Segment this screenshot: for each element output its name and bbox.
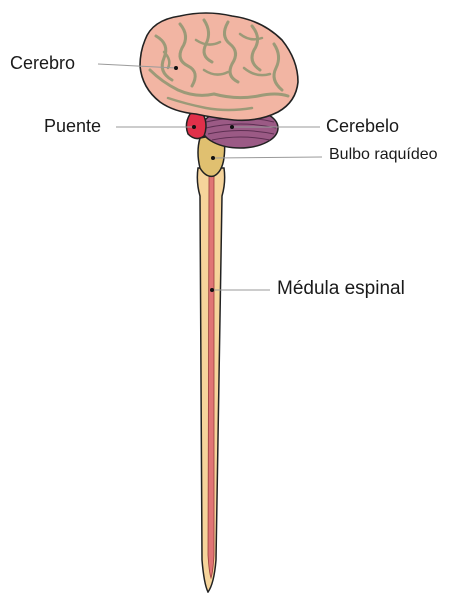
label-cerebrum: Cerebro bbox=[10, 54, 75, 72]
pons-shape bbox=[186, 112, 206, 138]
label-medulla: Bulbo raquídeo bbox=[329, 147, 438, 163]
spinal-cord-core bbox=[208, 176, 214, 578]
label-cerebellum: Cerebelo bbox=[326, 117, 399, 135]
cerebrum-shape bbox=[140, 13, 298, 120]
label-pons: Puente bbox=[44, 117, 101, 135]
label-spinal-cord: Médula espinal bbox=[277, 279, 405, 298]
leader-pons bbox=[116, 125, 196, 129]
leader-medulla bbox=[211, 156, 322, 160]
